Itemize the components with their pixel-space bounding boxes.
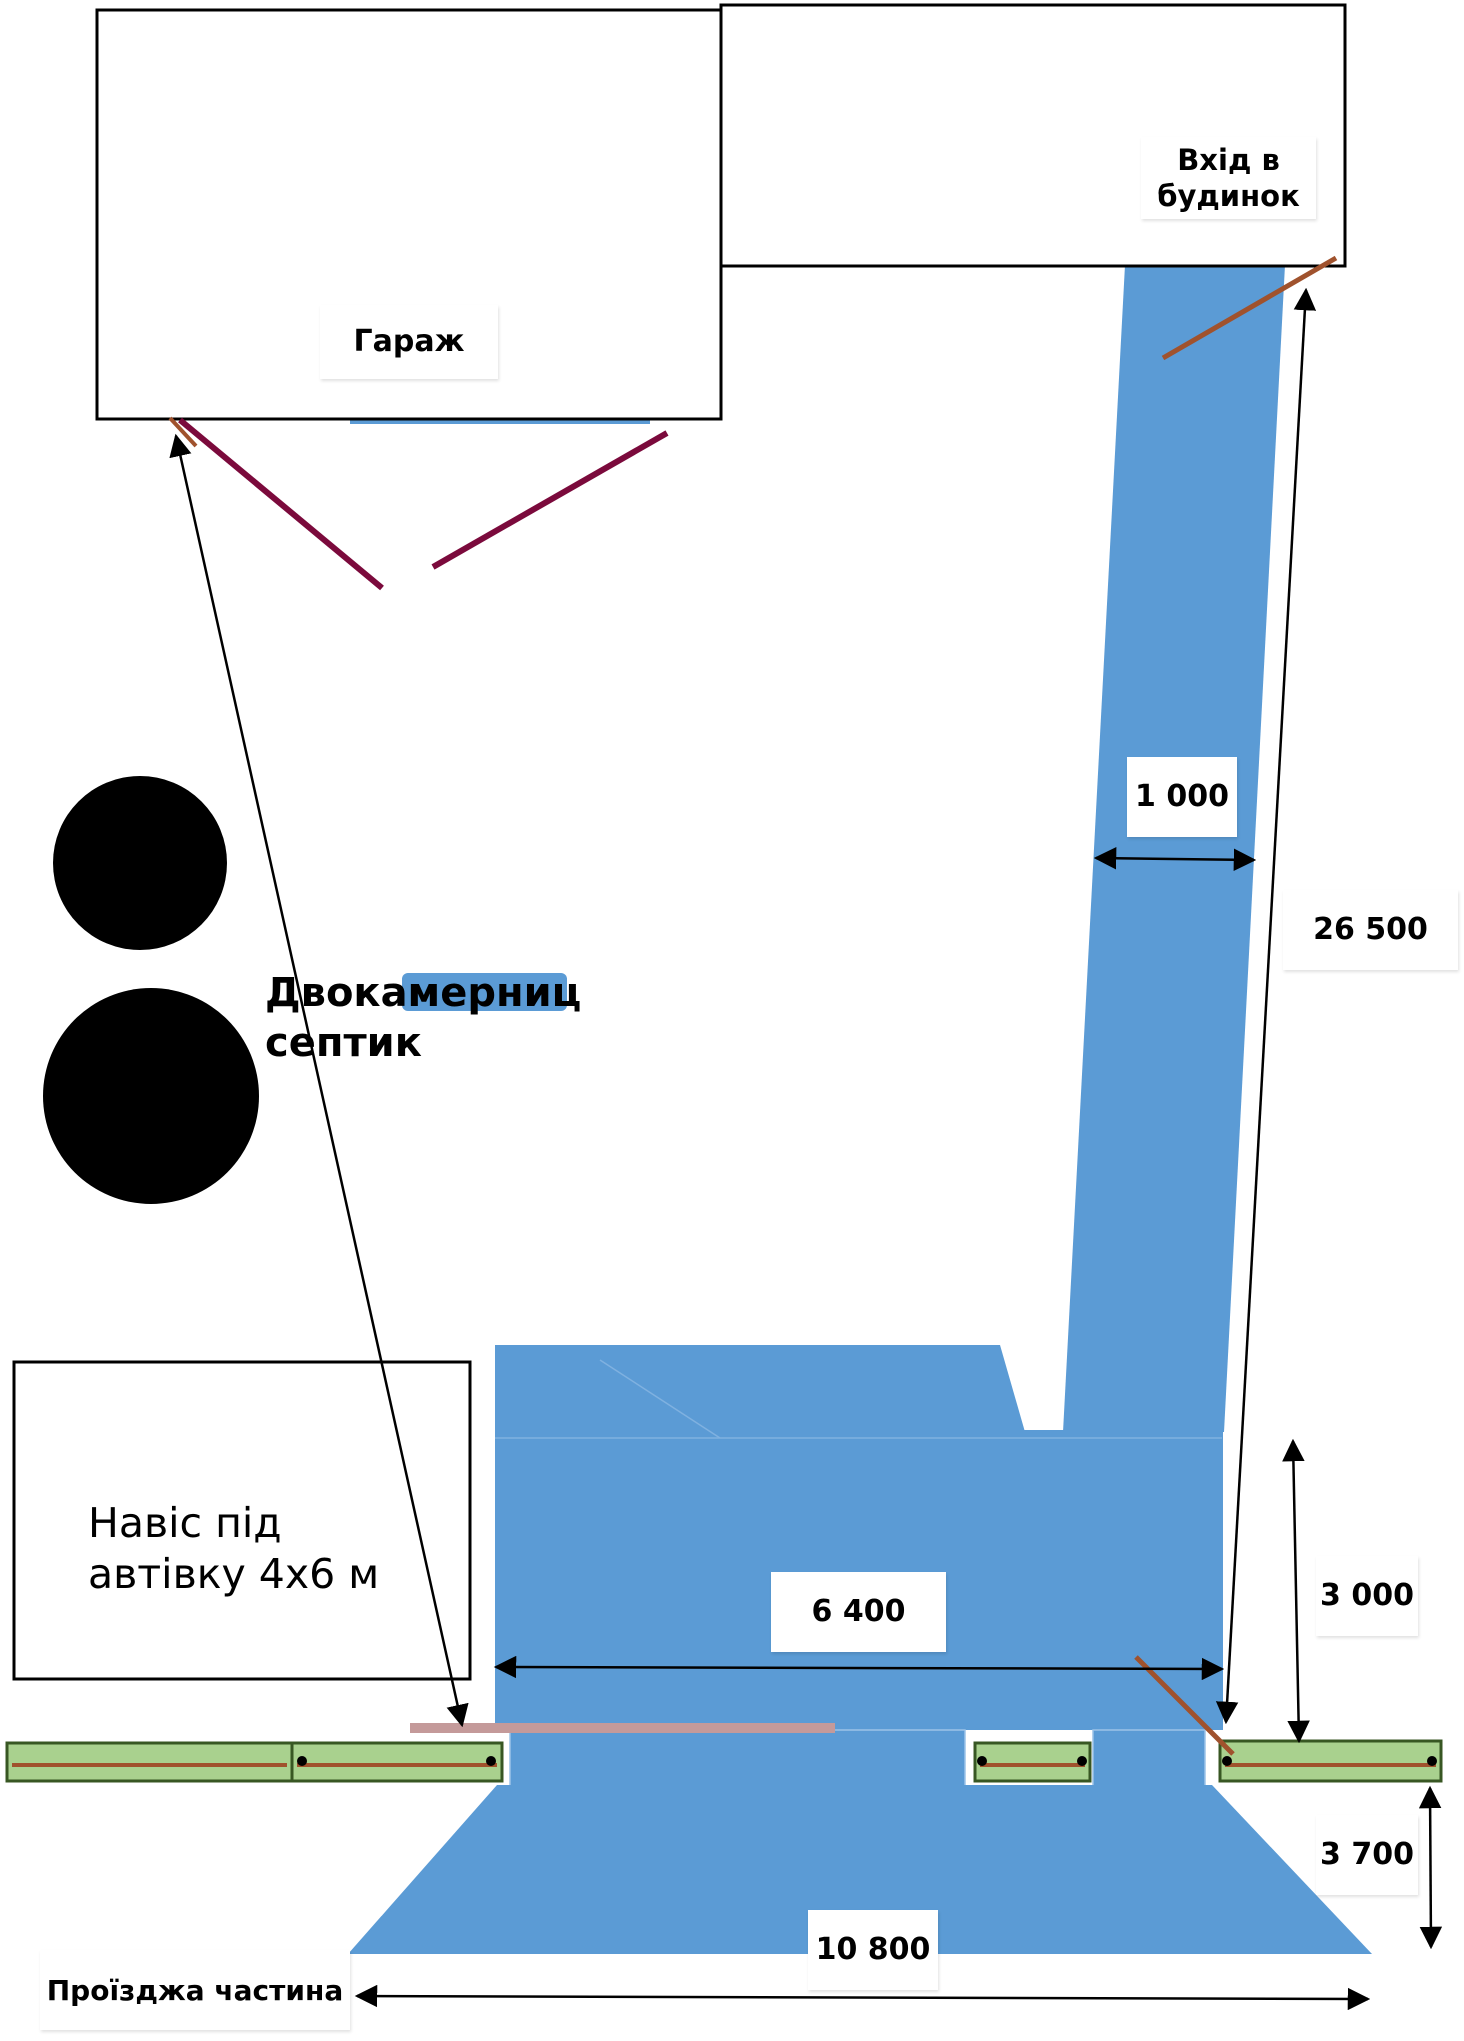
dim-line-total-length-left bbox=[169, 433, 469, 1728]
dim-line-driveway-width bbox=[493, 1655, 1225, 1681]
gate-setback-label: 3 000 bbox=[1316, 1556, 1418, 1636]
house-outline bbox=[719, 3, 1347, 268]
fence-section-1 bbox=[5, 1741, 294, 1783]
total-length-label: 26 500 bbox=[1283, 890, 1458, 970]
house-entrance-label-line1: Вхід в bbox=[1177, 142, 1280, 177]
road-width-label: 10 800 bbox=[808, 1910, 938, 1990]
septic-label: Двокамерниц септик bbox=[265, 968, 585, 1078]
fence bbox=[5, 1739, 1443, 1783]
pavement bbox=[348, 265, 1372, 1954]
road-setback-label: 3 700 bbox=[1316, 1815, 1418, 1895]
garage-edge-blue bbox=[350, 418, 650, 424]
garage-label: Гараж bbox=[320, 305, 498, 379]
septic-label-line1: Двокамерниц bbox=[265, 970, 582, 1016]
garage-door-swing-right bbox=[431, 430, 669, 570]
gate-leaf-left bbox=[290, 1741, 504, 1783]
sidewalk-strip bbox=[410, 1723, 835, 1733]
dim-line-road-width bbox=[354, 1984, 1371, 2011]
house-entrance-label: Вхід в будинок bbox=[1141, 137, 1316, 219]
driveway-top-wedge bbox=[495, 1345, 1025, 1432]
septic-label-line2: септик bbox=[265, 1020, 422, 1066]
driveway-width-label: 6 400 bbox=[771, 1572, 946, 1652]
roadway-label: Проїзджа частина bbox=[40, 1950, 350, 2030]
garage-door-swing-left bbox=[178, 417, 384, 591]
wicket-opening-band bbox=[1092, 1729, 1206, 1787]
septic-chamber-2 bbox=[43, 988, 259, 1204]
driveway-diagonal bbox=[599, 1359, 721, 1439]
dim-line-road-setback bbox=[1418, 1785, 1443, 1950]
path-width-label: 1 000 bbox=[1127, 757, 1237, 837]
house-entrance-label-line2: будинок bbox=[1157, 179, 1300, 213]
fence-section-right bbox=[1218, 1739, 1443, 1783]
dim-line-total-length-right bbox=[1215, 287, 1317, 1725]
dim-line-gate-setback bbox=[1282, 1438, 1310, 1744]
dim-line-path-width bbox=[1093, 847, 1257, 871]
septic-chamber-1 bbox=[53, 776, 227, 950]
canopy-label-line1: Навіс під bbox=[88, 1499, 282, 1547]
canopy-label: Навіс під автівку 4х6 м bbox=[88, 1498, 448, 1608]
wicket-leaf bbox=[973, 1741, 1092, 1783]
canopy-label-line2: автівку 4х6 м bbox=[88, 1550, 380, 1599]
apron bbox=[348, 1785, 1372, 1954]
